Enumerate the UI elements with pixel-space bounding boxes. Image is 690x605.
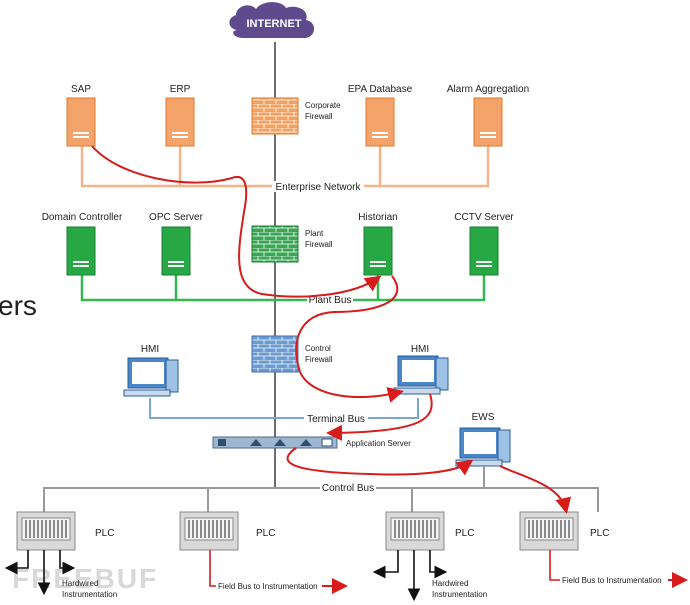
server-opc-icon[interactable] bbox=[161, 226, 191, 276]
server-label-cctv: CCTV Server bbox=[454, 212, 514, 223]
server-erp-icon[interactable] bbox=[165, 97, 195, 147]
server-label-sap: SAP bbox=[71, 84, 91, 95]
corporate-firewall-label-2: Firewall bbox=[305, 112, 333, 121]
plant-bus-label: Plant Bus bbox=[309, 295, 352, 306]
enterprise-network: SAP ERP EPA Database Alarm Aggregation C… bbox=[66, 84, 529, 193]
fieldbus-label-2: Field Bus to Instrumentation bbox=[218, 582, 318, 591]
corporate-firewall-label-1: Corporate bbox=[305, 101, 341, 110]
field-bus-arrow-2 bbox=[209, 550, 216, 587]
plc-2-icon[interactable] bbox=[179, 511, 239, 551]
application-server-icon[interactable] bbox=[212, 436, 338, 449]
server-label-historian: Historian bbox=[358, 212, 397, 223]
server-label-erp: ERP bbox=[170, 84, 191, 95]
plant-firewall-icon[interactable] bbox=[251, 225, 299, 263]
plc-4-label: PLC bbox=[590, 528, 609, 539]
fragment-text: ers bbox=[0, 290, 37, 321]
control-firewall-label-2: Firewall bbox=[305, 355, 333, 364]
plc-3-label: PLC bbox=[455, 528, 474, 539]
server-label-opc: OPC Server bbox=[149, 212, 204, 223]
enterprise-network-label: Enterprise Network bbox=[275, 182, 361, 193]
field-level: PLC PLC PLC PLC Hardwired Instru bbox=[4, 511, 688, 602]
plc-1-icon[interactable] bbox=[16, 511, 76, 551]
field-bus-arrow-4 bbox=[549, 550, 560, 581]
application-server-label: Application Server bbox=[346, 439, 411, 448]
hmi-right-label: HMI bbox=[411, 344, 429, 355]
server-sap-icon[interactable] bbox=[66, 97, 96, 147]
terminal-bus-label: Terminal Bus bbox=[307, 414, 365, 425]
control-firewall-icon[interactable] bbox=[251, 335, 299, 373]
hardwired-label-3b: Instrumentation bbox=[432, 590, 487, 599]
attack-path bbox=[91, 145, 572, 514]
server-domain-controller-icon[interactable] bbox=[66, 226, 96, 276]
server-label-alarm: Alarm Aggregation bbox=[447, 84, 529, 95]
plant-firewall-label-2: Firewall bbox=[305, 240, 333, 249]
control-bus-label: Control Bus bbox=[322, 483, 374, 494]
control-firewall-label-1: Control bbox=[305, 344, 331, 353]
plc-3-icon[interactable] bbox=[385, 511, 445, 551]
plant-network: Domain Controller OPC Server Historian C… bbox=[42, 212, 515, 306]
hardwired-label-3a: Hardwired bbox=[432, 579, 468, 588]
server-cctv-icon[interactable] bbox=[469, 226, 499, 276]
watermark-text: FREEBUF bbox=[12, 563, 158, 594]
server-label-epa: EPA Database bbox=[348, 84, 413, 95]
hardwired-label-1b: Instrumentation bbox=[62, 590, 117, 599]
plc-4-icon[interactable] bbox=[519, 511, 579, 551]
hardwired-arrows-1 bbox=[4, 550, 76, 596]
ews-icon[interactable] bbox=[455, 427, 511, 467]
hardwired-label-1a: Hardwired bbox=[62, 579, 98, 588]
ews-label: EWS bbox=[472, 412, 495, 423]
hmi-right-icon[interactable] bbox=[393, 355, 449, 395]
internet-cloud-icon: INTERNET bbox=[229, 2, 315, 38]
server-alarm-aggregation-icon[interactable] bbox=[473, 97, 503, 147]
hardwired-arrows-3 bbox=[372, 550, 448, 602]
hmi-left-icon[interactable] bbox=[123, 357, 179, 397]
corporate-firewall-icon[interactable] bbox=[251, 97, 299, 135]
plc-1-label: PLC bbox=[95, 528, 114, 539]
fieldbus-label-4: Field Bus to Instrumentation bbox=[562, 576, 662, 585]
server-historian-icon[interactable] bbox=[363, 226, 393, 276]
internet-label: INTERNET bbox=[247, 18, 302, 30]
control-zone: Control Firewall Terminal Bus HMI HMI bbox=[43, 335, 599, 532]
plc-2-label: PLC bbox=[256, 528, 275, 539]
server-label-domain-controller: Domain Controller bbox=[42, 212, 123, 223]
server-epa-database-icon[interactable] bbox=[365, 97, 395, 147]
plant-firewall-label-1: Plant bbox=[305, 229, 324, 238]
hmi-left-label: HMI bbox=[141, 344, 159, 355]
